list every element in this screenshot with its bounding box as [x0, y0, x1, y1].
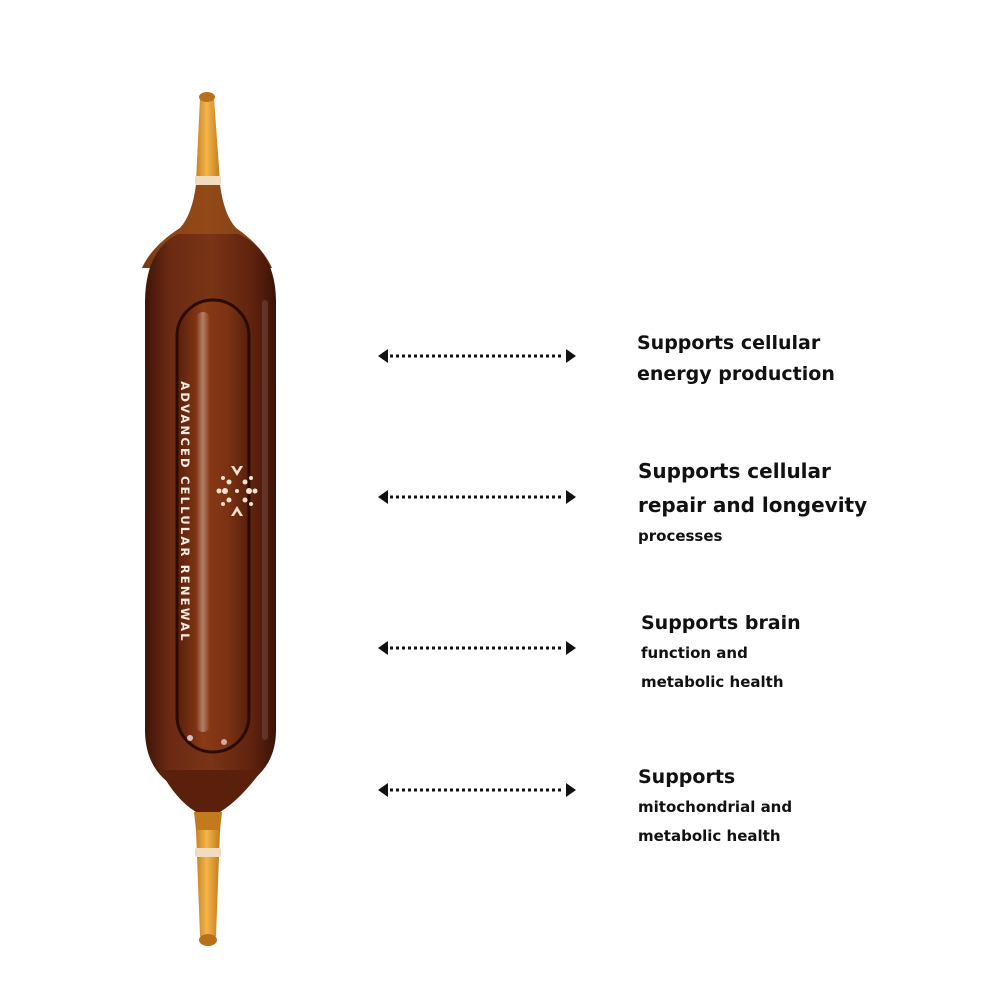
benefit-mitochondrial-health: Supports mitochondrial and metabolic hea…	[638, 762, 792, 851]
vial-label-text: ADVANCED CELLULAR RENEWAL	[178, 381, 192, 643]
benefit-line: Supports cellular	[638, 459, 831, 483]
benefit-line: Supports brain	[641, 612, 801, 634]
benefit-line: metabolic health	[641, 673, 784, 691]
benefit-line: function and	[641, 644, 748, 662]
ampoule-vial: ADVANCED CELLULAR RENEWAL	[0, 0, 420, 1000]
double-headed-dotted-arrow-icon	[378, 641, 576, 655]
benefit-line: processes	[638, 527, 723, 545]
benefit-energy-production: Supports cellular energy production	[637, 328, 835, 390]
snowflake-leaf-emblem-icon	[216, 466, 258, 516]
benefit-repair-longevity: Supports cellular repair and longevity p…	[638, 454, 867, 551]
benefit-brain-function: Supports brain function and metabolic he…	[641, 608, 801, 697]
benefit-line: repair and longevity	[638, 493, 868, 517]
ampoule-vial-illustration	[142, 92, 276, 946]
double-headed-dotted-arrow-icon	[378, 349, 576, 363]
benefit-line: Supports	[638, 766, 736, 788]
benefit-line: metabolic health	[638, 827, 781, 845]
benefit-line: mitochondrial and	[638, 798, 793, 816]
benefit-line: energy production	[637, 363, 835, 385]
double-headed-dotted-arrow-icon	[378, 490, 576, 504]
benefit-line: Supports cellular	[637, 332, 821, 354]
double-headed-dotted-arrow-icon	[378, 783, 576, 797]
